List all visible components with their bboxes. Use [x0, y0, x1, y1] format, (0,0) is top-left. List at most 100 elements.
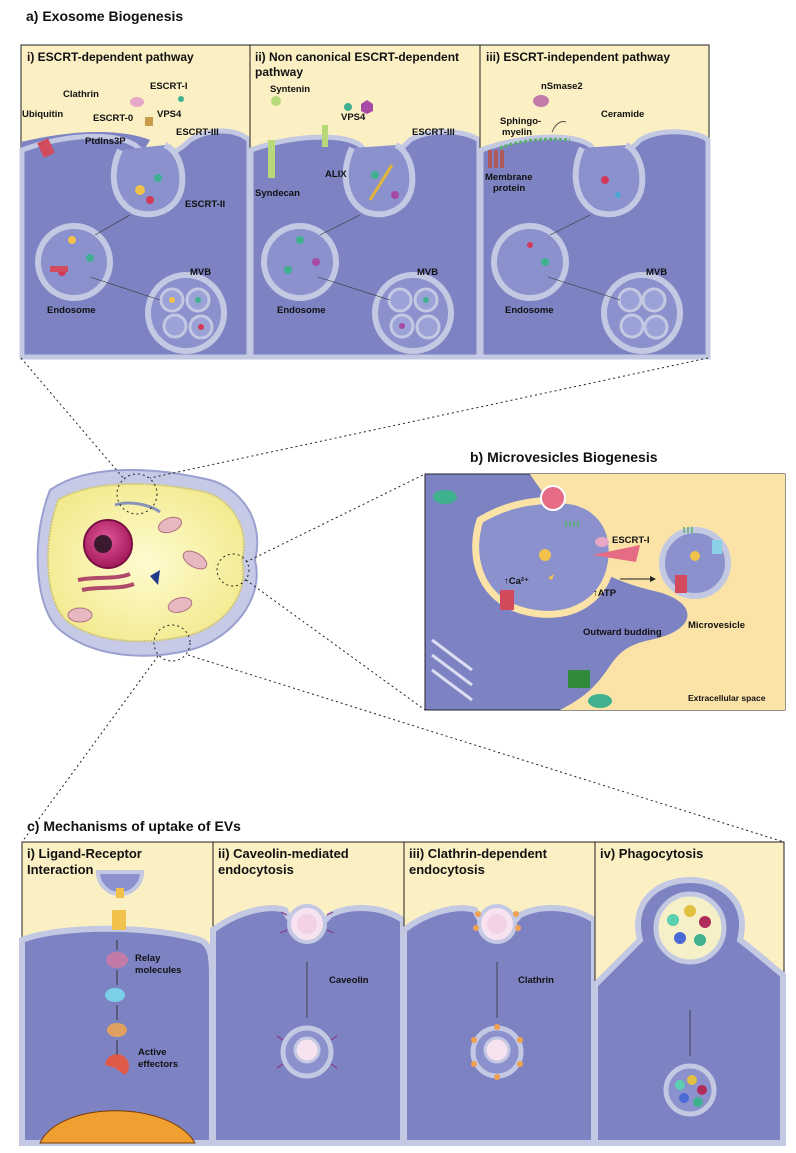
label-escrt-i: ESCRT-I: [612, 535, 650, 546]
panel-c-iv-title: iv) Phagocytosis: [600, 846, 704, 861]
label-sphingomyelin-line1: Sphingo-: [500, 116, 542, 127]
transmembrane-protein-icon: [568, 670, 590, 688]
mvb-a-ii: [372, 272, 454, 354]
label-vps4: VPS4: [341, 112, 366, 123]
label-calcium: ↑Ca²⁺: [504, 576, 530, 587]
vesicle-budding-a-i: [110, 142, 186, 218]
label-alix: ALIX: [325, 169, 347, 180]
receptor-icon: [37, 138, 55, 158]
label-escrt-0: ESCRT-0: [93, 113, 134, 124]
channel-icon: [540, 485, 566, 511]
panel-c-i: [19, 841, 215, 1146]
label-atp: ↑ATP: [593, 588, 617, 599]
vps4-icon: [145, 117, 153, 126]
label-escrt-ii: ESCRT-II: [185, 199, 226, 210]
arrow-icon: [650, 576, 656, 582]
label-ceramide: Ceramide: [601, 109, 645, 120]
clathrin-coat-icon: [471, 911, 523, 1080]
whole-cell: [36, 469, 259, 657]
mitochondrion-icon: [433, 490, 457, 504]
arrow-icon: [551, 121, 567, 133]
label-ubiquitin: Ubiquitin: [22, 109, 64, 120]
microvesicle-b: [659, 527, 731, 599]
label-relay-molecules-line2: molecules: [135, 965, 182, 976]
vesicle-budding-a-ii: [342, 142, 416, 218]
mitochondrion-icon: [588, 694, 612, 708]
label-endosome: Endosome: [505, 305, 554, 316]
label-outward-budding: Outward budding: [583, 627, 662, 638]
label-relay-molecules-line1: Relay: [135, 953, 161, 964]
syndecan-icon: [268, 140, 275, 178]
endosome-a-ii: [261, 223, 339, 301]
panel-c-i-title-line1: i) Ligand-Receptor: [27, 846, 142, 861]
label-caveolin: Caveolin: [329, 975, 369, 986]
section-c-title: c) Mechanisms of uptake of EVs: [27, 818, 241, 834]
section-b-title: b) Microvesicles Biogenesis: [470, 449, 658, 465]
label-active-effectors-line1: Active: [138, 1047, 167, 1058]
label-mvb: MVB: [417, 267, 439, 278]
label-nsmase2: nSmase2: [541, 81, 583, 92]
label-endosome: Endosome: [47, 305, 96, 316]
panel-b: [424, 473, 786, 711]
syntenin-icon: [271, 96, 281, 106]
label-escrt-iii: ESCRT-III: [176, 127, 219, 138]
panel-c-iii-title-line1: iii) Clathrin-dependent: [409, 846, 547, 861]
membrane-protein-icon: [500, 590, 514, 610]
escrt-i-icon: [595, 537, 609, 547]
ev-icon: [95, 870, 145, 898]
label-escrt-iii: ESCRT-III: [412, 127, 455, 138]
label-mvb: MVB: [646, 267, 668, 278]
label-membrane-protein-line2: protein: [493, 183, 526, 194]
panel-c-ii-title-line1: ii) Caveolin-mediated: [218, 846, 349, 861]
label-syndecan: Syndecan: [255, 188, 300, 199]
membrane-protein-icon: [488, 150, 504, 168]
vps4-hexamer-icon: [361, 100, 373, 114]
endosome-a-i: [35, 223, 113, 301]
mvb-a-iii: [601, 272, 683, 354]
label-vps4: VPS4: [157, 109, 182, 120]
panel-c-iv: [592, 841, 786, 1146]
mvb-a-i: [145, 272, 227, 354]
section-a-title: a) Exosome Biogenesis: [26, 8, 184, 24]
escrt-i-icon: [130, 97, 144, 107]
panel-c-i-title-line2: Interaction: [27, 862, 94, 877]
label-membrane-protein-line1: Membrane: [485, 172, 533, 183]
panel-a-i: [19, 44, 252, 360]
vesicle-budding-a-iii: [572, 142, 646, 218]
panel-c-iii: [401, 841, 597, 1146]
label-clathrin: Clathrin: [63, 89, 99, 100]
endosome-a-iii: [491, 223, 569, 301]
label-escrt-i: ESCRT-I: [150, 81, 188, 92]
label-active-effectors-line2: effectors: [138, 1059, 179, 1070]
panel-c-ii-title-line2: endocytosis: [218, 862, 294, 877]
nsmase2-icon: [533, 95, 549, 107]
panel-c-ii: [210, 841, 406, 1146]
panel-a-iii: [478, 44, 711, 360]
golgi-icon: [431, 638, 473, 702]
panel-c-iii-title-line2: endocytosis: [409, 862, 485, 877]
receptor-icon: [112, 910, 126, 930]
atp-channel-icon: [592, 545, 640, 562]
label-extracellular-space: Extracellular space: [688, 693, 766, 703]
relay-molecule-icon: [106, 952, 128, 968]
caveolin-icon: [276, 911, 338, 1069]
relay-molecule-icon: [105, 988, 125, 1002]
label-microvesicle: Microvesicle: [688, 620, 746, 631]
panel-a-i-title: i) ESCRT-dependent pathway: [27, 50, 194, 64]
zoom-connectors: [20, 357, 785, 843]
active-effector-icon: [105, 1054, 129, 1075]
label-mvb: MVB: [190, 267, 212, 278]
relay-molecule-icon: [107, 1023, 127, 1037]
panel-a-iii-title: iii) ESCRT-independent pathway: [486, 50, 671, 64]
label-endosome: Endosome: [277, 305, 326, 316]
label-syntenin: Syntenin: [270, 84, 311, 95]
panel-a-ii: [248, 44, 482, 360]
syndecan-icon: [322, 125, 328, 147]
label-clathrin: Clathrin: [518, 975, 554, 986]
cargo-dot-icon: [344, 103, 352, 111]
panel-a-ii-title-line2: pathway: [255, 65, 304, 79]
cargo-dot-icon: [178, 96, 184, 102]
panel-a-ii-title-line1: ii) Non canonical ESCRT-dependent: [255, 50, 460, 64]
label-ptdins3p: PtdIns3P: [85, 136, 126, 147]
